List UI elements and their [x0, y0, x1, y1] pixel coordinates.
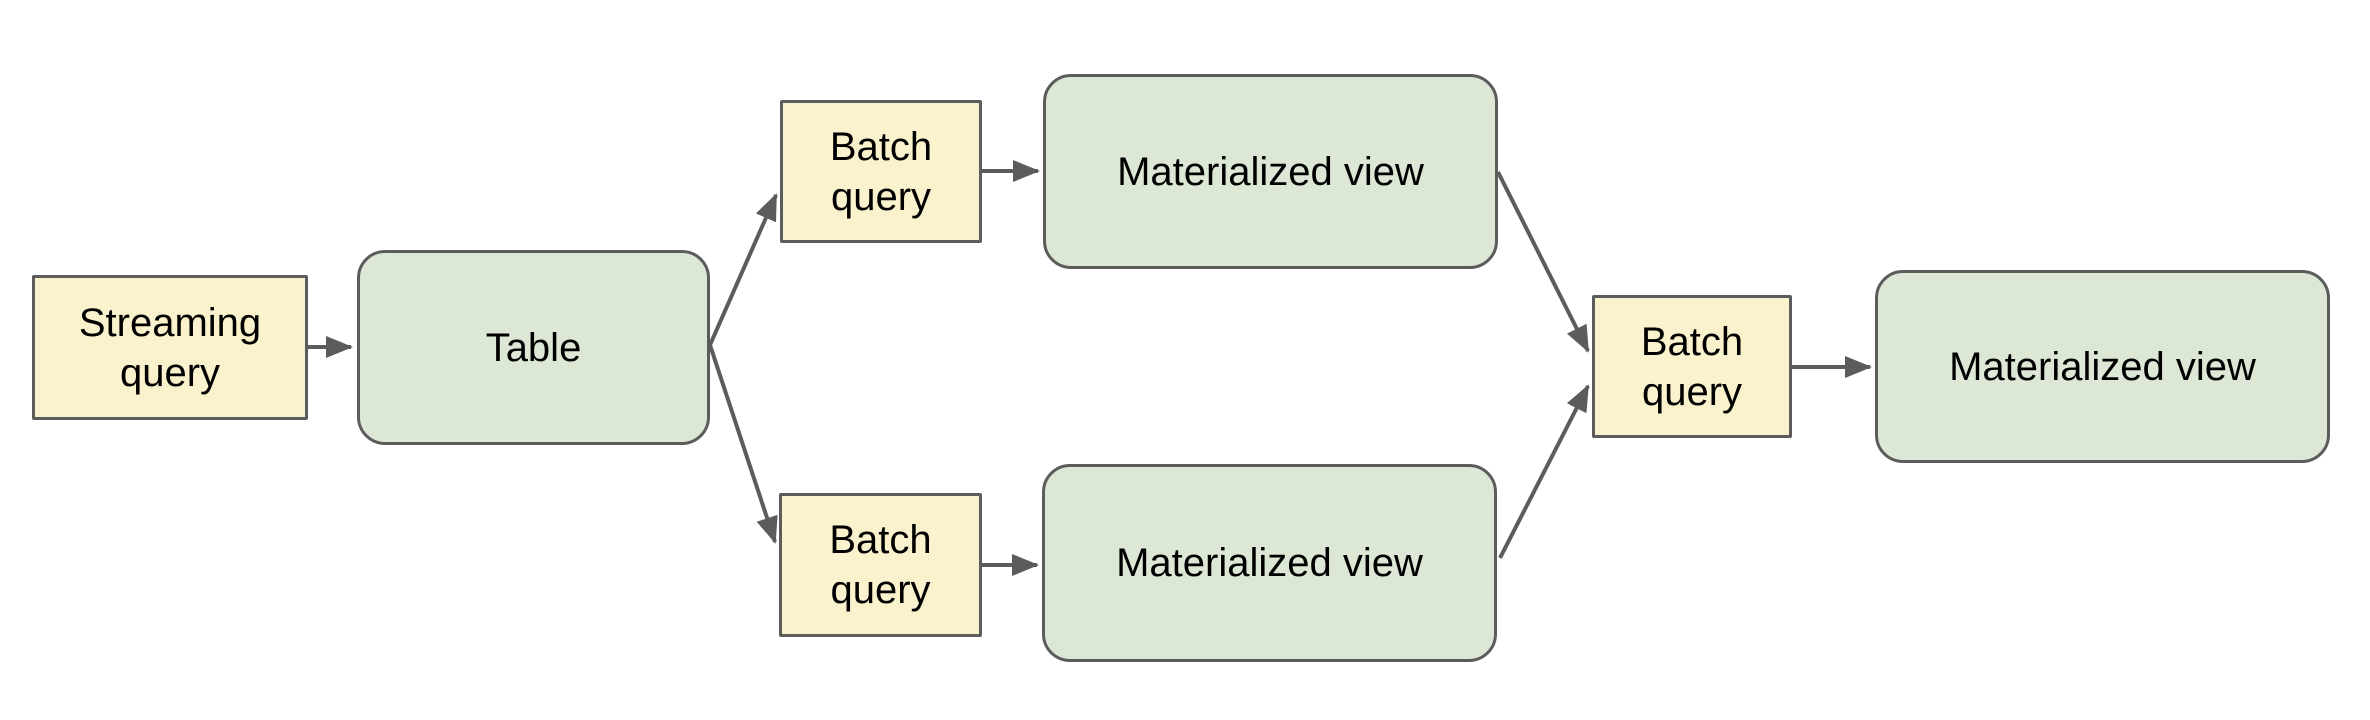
node-materialized-view-top: Materialized view [1043, 74, 1498, 269]
node-materialized-view-bottom-label: Materialized view [1116, 541, 1423, 585]
node-streaming-query-label: Streaming query [78, 300, 262, 395]
node-table-label: Table [485, 325, 582, 370]
node-materialized-view-final: Materialized view [1875, 270, 2330, 463]
node-materialized-view-bottom: Materialized view [1042, 464, 1497, 662]
node-batch-query-final: Batch query [1592, 295, 1792, 438]
node-materialized-view-final-label: Materialized view [1949, 344, 2256, 389]
node-table: Table [357, 250, 710, 445]
node-materialized-view-top-label: Materialized view [1117, 149, 1424, 194]
edge-mv-bottom-to-batch-query-final [1498, 384, 1590, 559]
node-batch-query-bottom: Batch query [779, 493, 982, 637]
node-batch-query-bottom-label: Batch query [829, 518, 932, 612]
edge-table-to-batch-query-bottom [708, 344, 778, 544]
edge-table-to-batch-query-top [708, 193, 778, 346]
node-batch-query-top-label: Batch query [829, 124, 933, 219]
node-batch-query-top: Batch query [780, 100, 982, 243]
node-streaming-query: Streaming query [32, 275, 308, 420]
edge-mv-top-to-batch-query-final [1496, 171, 1590, 353]
node-batch-query-final-label: Batch query [1640, 319, 1744, 414]
